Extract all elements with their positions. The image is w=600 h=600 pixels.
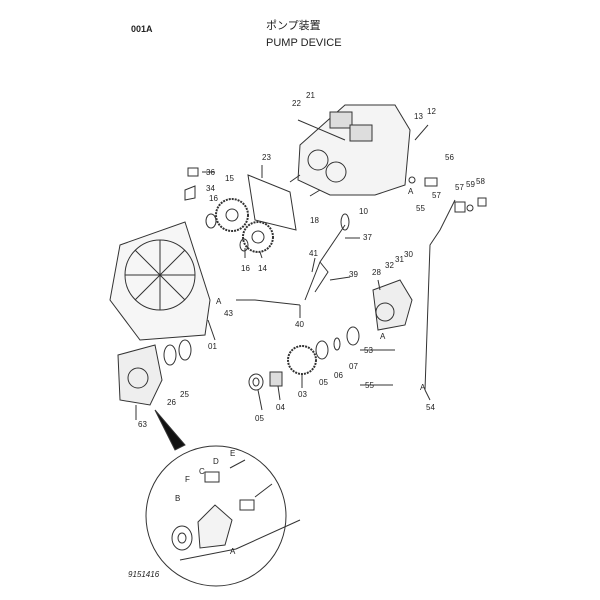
callout-a4: A xyxy=(420,383,426,392)
callout-37: 37 xyxy=(363,233,372,242)
callout-a5: A xyxy=(230,547,236,556)
callout-01: 01 xyxy=(208,342,217,351)
gear-03 xyxy=(287,345,317,375)
callout-39: 39 xyxy=(349,270,358,279)
callout-12: 12 xyxy=(427,107,436,116)
callout-43: 43 xyxy=(224,309,233,318)
callout-05: 05 xyxy=(255,414,264,423)
callout-58: 58 xyxy=(476,177,485,186)
callout-e: E xyxy=(230,449,236,458)
callout-26: 26 xyxy=(167,398,176,407)
callout-15: 15 xyxy=(225,174,234,183)
callout-13: 13 xyxy=(414,112,423,121)
callout-c: C xyxy=(199,467,205,476)
callout-55: 55 xyxy=(416,204,425,213)
callout-41: 41 xyxy=(309,249,318,258)
callout-40: 40 xyxy=(295,320,304,329)
callout-28: 28 xyxy=(372,268,381,277)
callout-d: D xyxy=(213,457,219,466)
callout-30: 30 xyxy=(404,250,413,259)
callout-23: 23 xyxy=(262,153,271,162)
callout-59: 59 xyxy=(466,180,475,189)
gear-pump xyxy=(372,279,413,331)
detail-view-circle xyxy=(145,445,287,587)
drawing-number: 9151416 xyxy=(128,570,160,579)
callout-34: 34 xyxy=(206,184,215,193)
callout-a3: A xyxy=(380,332,386,341)
callout-55b: 55 xyxy=(365,381,374,390)
callout-36: 36 xyxy=(206,168,215,177)
callout-05b: 05 xyxy=(319,378,328,387)
callout-57: 57 xyxy=(455,183,464,192)
callout-a2: A xyxy=(216,297,222,306)
callout-b: B xyxy=(175,494,181,503)
title-english: PUMP DEVICE xyxy=(266,37,342,49)
title-japanese: ポンプ装置 xyxy=(266,20,321,32)
callout-57b: 57 xyxy=(432,191,441,200)
callout-06: 06 xyxy=(334,371,343,380)
coupling xyxy=(117,344,163,406)
callout-16: 16 xyxy=(209,194,218,203)
callout-22: 22 xyxy=(292,99,301,108)
callout-32: 32 xyxy=(385,261,394,270)
callout-10: 10 xyxy=(359,207,368,216)
callout-03: 03 xyxy=(298,390,307,399)
gear-14 xyxy=(242,221,274,253)
pump-assembly xyxy=(289,104,411,197)
callout-21: 21 xyxy=(306,91,315,100)
callout-14: 14 xyxy=(258,264,267,273)
flywheel-housing xyxy=(109,221,211,341)
gasket xyxy=(247,174,297,231)
callout-18: 18 xyxy=(310,216,319,225)
callout-31: 31 xyxy=(395,255,404,264)
callout-25: 25 xyxy=(180,390,189,399)
gear-15 xyxy=(215,198,249,232)
callout-a: A xyxy=(408,187,414,196)
callout-04: 04 xyxy=(276,403,285,412)
callout-63: 63 xyxy=(138,420,147,429)
callout-54: 54 xyxy=(426,403,435,412)
callout-53: 53 xyxy=(364,346,373,355)
page-code: 001A xyxy=(131,24,153,34)
callout-56: 56 xyxy=(445,153,454,162)
callout-07: 07 xyxy=(349,362,358,371)
callout-f: F xyxy=(185,475,190,484)
callout-16b: 16 xyxy=(241,264,250,273)
